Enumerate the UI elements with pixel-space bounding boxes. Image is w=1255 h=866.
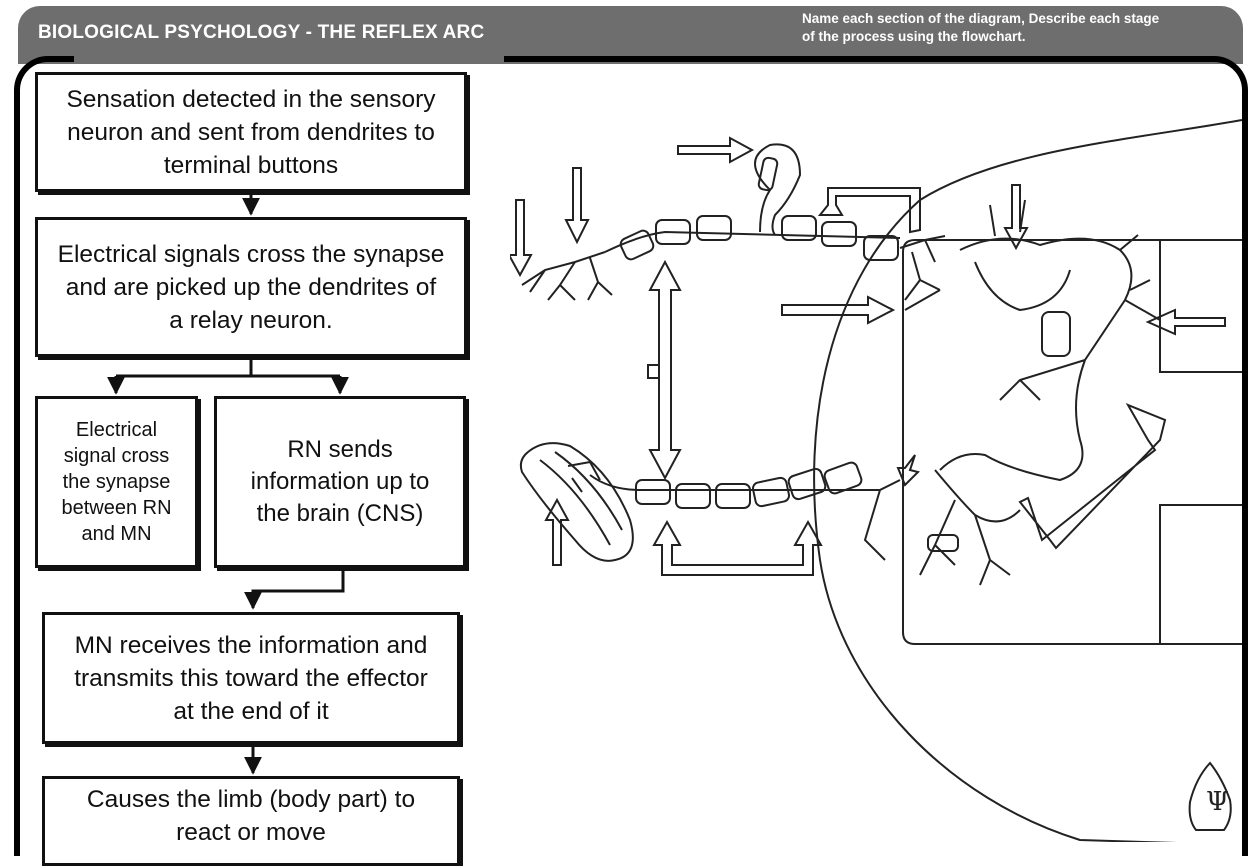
sensory-dendrites (521, 251, 613, 301)
step-2-line-3: a relay neuron. (169, 306, 333, 334)
sensory-myelin-segments (619, 215, 899, 261)
grey-matter-outline (902, 239, 1242, 645)
step-5-line-1: Causes the limb (body part) to (86, 786, 416, 813)
relay-branches (989, 199, 1151, 291)
step-5-line-2: react or move (176, 819, 326, 846)
right-panel-frame (504, 56, 1248, 856)
arrow-long-double (648, 259, 682, 481)
sensory-terminals (899, 235, 946, 301)
arrow-cell-body (677, 136, 755, 164)
effector-fibres (539, 451, 623, 546)
arrow-grey-matter (1145, 308, 1226, 336)
step-3a-line-3: the synapse (62, 471, 171, 493)
arrow-effector (544, 497, 570, 566)
diagram-label-arrows (510, 136, 1226, 576)
page-title: BIOLOGICAL PSYCHOLOGY - THE REFLEX ARC (38, 22, 485, 43)
arrow-myelin-bracket (817, 187, 921, 234)
arrow-relay-neuron (781, 295, 896, 325)
step-2-line-1: Electrical signals cross the synapse (57, 240, 445, 268)
arrow-ascending (1018, 402, 1167, 550)
grey-matter-notch-lower (1159, 504, 1242, 644)
step-3b-line-3: the brain (CNS) (256, 500, 424, 527)
sensory-cell-body-stalk (754, 143, 802, 236)
arrow-axon-terminal (1003, 184, 1029, 251)
arrow-motor-neuron (896, 454, 920, 487)
arrow-long-double-tick (647, 364, 659, 379)
left-panel-frame (14, 56, 74, 856)
step-1-line-2: neuron and sent from dendrites to (67, 118, 435, 146)
relay-nucleus (1041, 311, 1071, 357)
arrow-sensory-dendrite (564, 167, 590, 245)
step-4-line-3: at the end of it (173, 697, 329, 725)
flowchart-step-synapse-relay: Electrical signals cross the synapse and… (35, 217, 467, 357)
step-3b-line-1: RN sends (287, 436, 393, 463)
effector-muscle (519, 442, 634, 562)
motor-axon (589, 474, 880, 491)
step-1-line-3: terminal buttons (163, 151, 339, 179)
grey-matter-notch-upper (1159, 240, 1242, 373)
instructions-line-2: of the process using the flowchart. (802, 29, 1026, 44)
connector-3b-4 (244, 571, 345, 610)
arrow-motor-bracket (652, 519, 823, 576)
step-4-line-1: MN receives the information and (74, 631, 428, 659)
step-3a-line-1: Electrical (75, 419, 158, 441)
instructions-line-1: Name each section of the diagram, Descri… (802, 11, 1160, 26)
step-3a-line-2: signal cross (63, 445, 170, 467)
step-1-line-1: Sensation detected in the sensory (66, 85, 436, 113)
logo-symbol: Ψ (1206, 787, 1229, 817)
header-bar (18, 6, 1243, 64)
psi-shield-icon (1188, 761, 1232, 831)
sensory-nucleus (757, 156, 779, 192)
motor-neuron-body (863, 469, 1021, 586)
flowchart-step-rn-mn-synapse: Electrical signal cross the synapse betw… (35, 396, 198, 568)
step-4-line-2: transmits this toward the effector (74, 664, 428, 692)
flowchart-step-motor-neuron: MN receives the information and transmit… (42, 612, 460, 744)
step-3a-line-4: between RN (61, 497, 172, 519)
instructions-text: Name each section of the diagram, Descri… (802, 10, 1232, 46)
flowchart-step-rn-to-brain: RN sends information up to the brain (CN… (214, 396, 466, 568)
motor-myelin-segments (635, 461, 863, 509)
motor-nucleus (927, 534, 959, 552)
step-3b-line-2: information up to (250, 468, 430, 495)
arrow-sensory-receptor (510, 199, 533, 278)
sensory-axon (604, 230, 901, 253)
step-3a-line-5: and MN (81, 523, 152, 545)
spinal-cord-outline (813, 119, 1242, 842)
step-2-line-2: and are picked up the dendrites of (65, 273, 437, 301)
relay-neuron (904, 237, 1161, 482)
flowchart-step-sensory: Sensation detected in the sensory neuron… (35, 72, 467, 192)
